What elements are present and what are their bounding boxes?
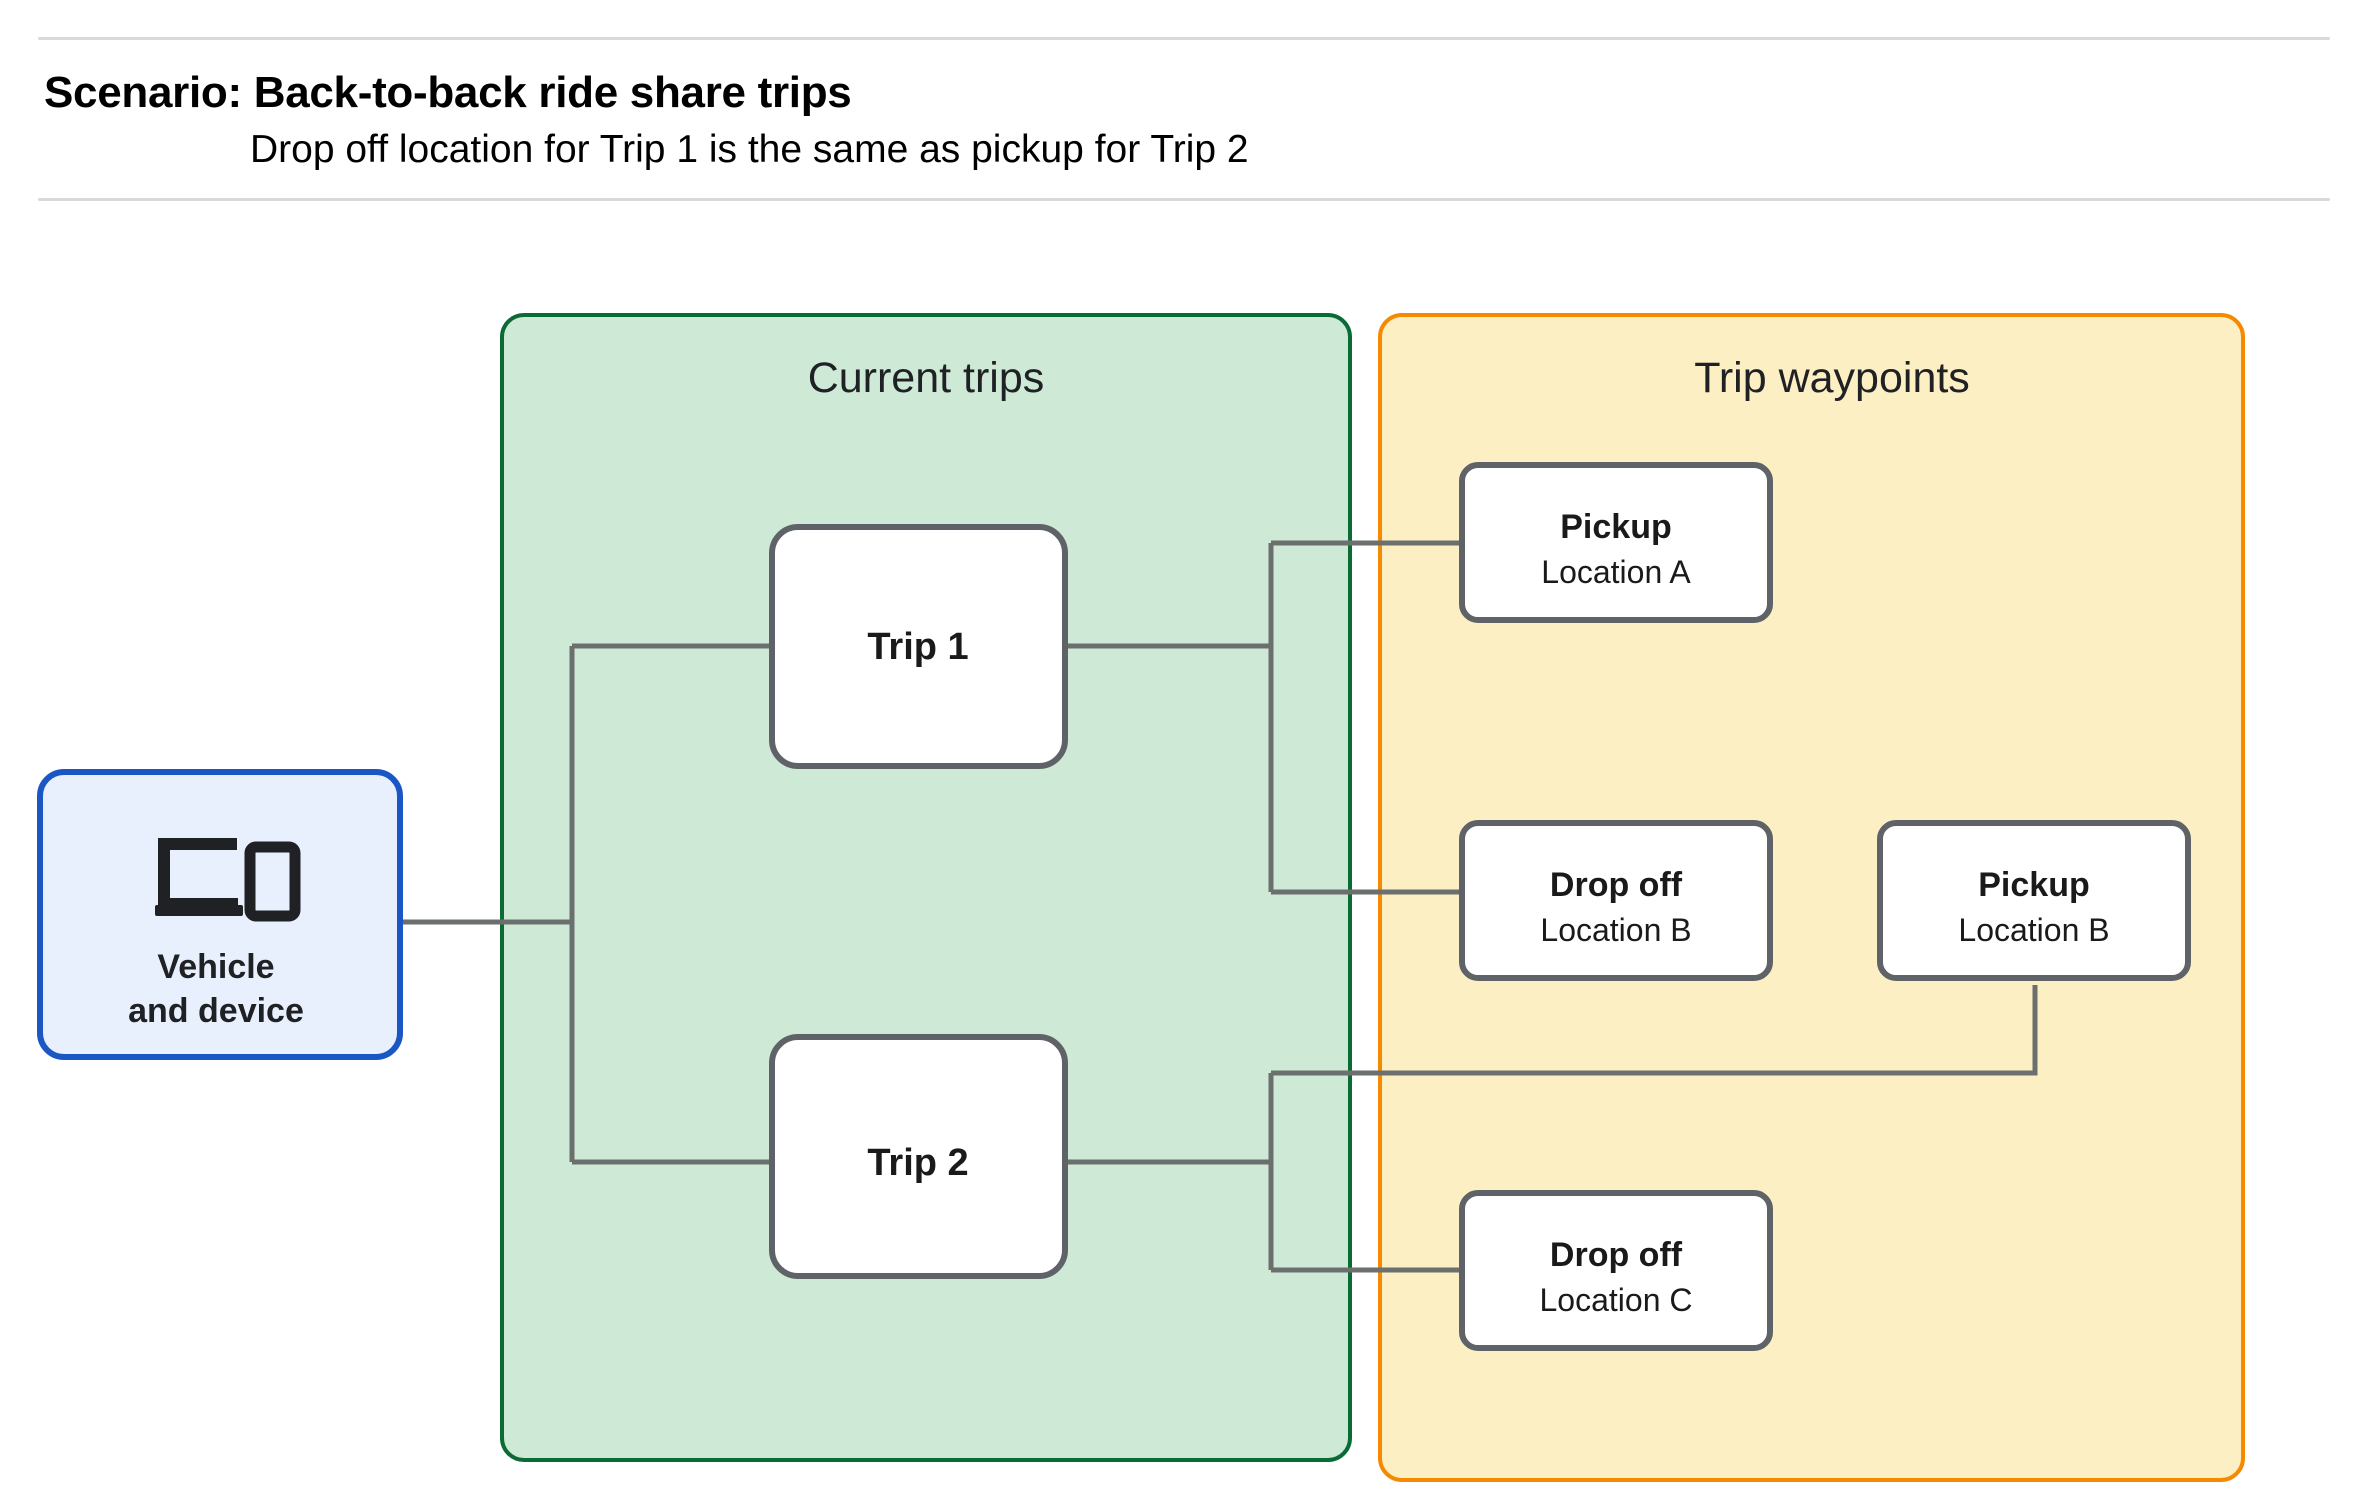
node-waypoint-dropoff-b[interactable]: Drop off Location B [1459,820,1773,981]
node-trip-1[interactable]: Trip 1 [769,524,1068,769]
waypoint-dropoff-b-location: Location B [1540,912,1691,948]
node-trip-2[interactable]: Trip 2 [769,1034,1068,1279]
group-current-trips-box [500,313,1352,1462]
header-divider-bottom [38,198,2330,201]
laptop-and-phone-icon [155,838,301,922]
group-current-trips-label: Current trips [808,354,1045,402]
trip-2-box[interactable] [769,1034,1068,1279]
vehicle-label-line1: Vehicle [157,948,274,986]
waypoint-dropoff-c-box[interactable] [1459,1190,1773,1351]
waypoint-dropoff-b-type: Drop off [1550,866,1683,904]
trip-2-label: Trip 2 [867,1142,968,1184]
waypoint-dropoff-c-type: Drop off [1550,1236,1683,1274]
waypoint-dropoff-c-location: Location C [1540,1282,1693,1318]
vehicle-label-line2: and device [128,992,304,1030]
trip-1-label: Trip 1 [867,626,968,668]
node-vehicle-and-device[interactable]: Vehicle and device [37,769,403,1060]
waypoint-pickup-b-type: Pickup [1978,866,2089,904]
connector-trip2-to-pickup-b [1271,985,2038,1076]
header-divider-top [38,37,2330,40]
waypoint-pickup-b-location: Location B [1958,912,2109,948]
node-waypoint-pickup-a[interactable]: Pickup Location A [1459,462,1773,623]
waypoint-pickup-a-box[interactable] [1459,462,1773,623]
connector-lines [400,540,2038,1273]
page-title: Scenario: Back-to-back ride share trips [44,68,852,117]
waypoint-pickup-b-box[interactable] [1877,820,2191,981]
page-subtitle: Drop off location for Trip 1 is the same… [250,128,1249,171]
waypoint-dropoff-b-box[interactable] [1459,820,1773,981]
waypoint-pickup-a-location: Location A [1541,554,1691,590]
waypoint-pickup-a-type: Pickup [1560,508,1671,546]
node-waypoint-pickup-b[interactable]: Pickup Location B [1877,820,2191,981]
node-waypoint-dropoff-c[interactable]: Drop off Location C [1459,1190,1773,1351]
group-trip-waypoints-label: Trip waypoints [1694,354,1970,402]
trip-1-box[interactable] [769,524,1068,769]
group-current-trips: Current trips [500,313,1352,1462]
